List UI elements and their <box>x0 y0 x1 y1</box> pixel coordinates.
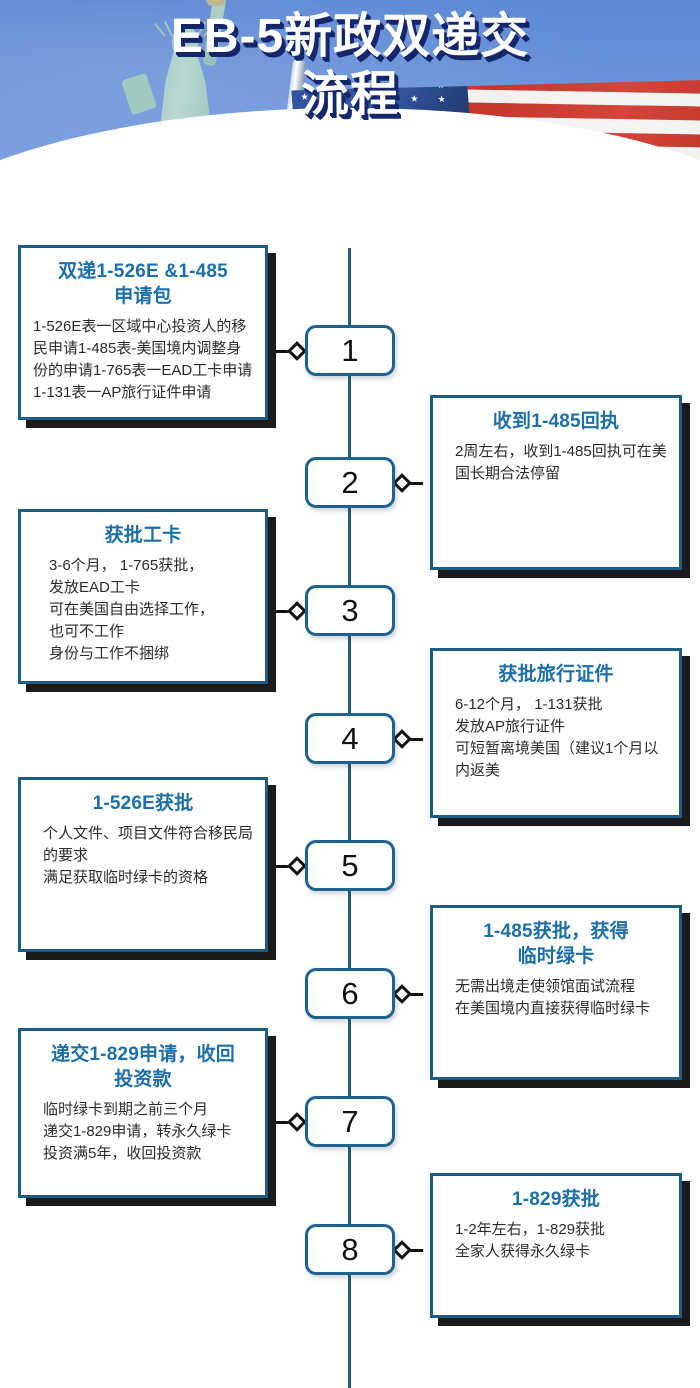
card-heading: 获批旅行证件 <box>498 664 614 685</box>
statue-tablet <box>121 72 157 116</box>
connector-1 <box>276 341 307 361</box>
card-text: 6-12个月， 1-131获批 发放AP旅行证件 可短暂离境美国（建议1个月以内… <box>455 696 659 779</box>
step-number-label: 7 <box>341 1104 359 1139</box>
step-card-8[interactable]: 1-829获批 1-2年左右，1-829获批 全家人获得永久绿卡 <box>430 1173 690 1326</box>
connector-5 <box>276 856 307 876</box>
step-number-label: 6 <box>341 976 359 1011</box>
step-number-label: 8 <box>341 1232 359 1267</box>
connector-2 <box>392 473 430 493</box>
flow-diagram: 1 双递1-526E &1-485 申请包 1-526E表一区域中心投资人的移民申请… <box>0 218 700 1388</box>
connector-line <box>409 992 423 996</box>
step-number-label: 2 <box>341 465 359 500</box>
step-card-1[interactable]: 双递1-526E &1-485 申请包 1-526E表一区域中心投资人的移民申请1… <box>18 245 276 428</box>
header-banner: ★★★★★★★★★★★★★★★★★★★★★★★★★★★★★★ <box>0 0 700 218</box>
connector-diamond <box>287 1112 307 1132</box>
step-card-7[interactable]: 递交1-829申请，收回 投资款临时绿卡到期之前三个月 递交1-829申请，转永… <box>18 1028 276 1206</box>
card-text: 3-6个月， 1-765获批， 发放EAD工卡 可在美国自由选择工作， 也可不工… <box>49 557 215 662</box>
step-card-6[interactable]: 1-485获批，获得 临时绿卡无需出境走使领馆面试流程 在美国境内直接获得临时绿… <box>430 905 690 1088</box>
step-number-label: 1 <box>341 333 359 368</box>
card-body-panel: 获批旅行证件 6-12个月， 1-131获批 发放AP旅行证件 可短暂离境美国（建… <box>430 648 682 818</box>
connector-line <box>276 864 290 868</box>
card-text: 1-526E表一区域中心投资人的移民申请1-485表-美国境内调整身份的申请1-… <box>33 318 253 401</box>
connector-8 <box>392 1240 430 1260</box>
connector-7 <box>276 1112 307 1132</box>
connector-3 <box>276 601 307 621</box>
connector-diamond <box>392 1240 412 1260</box>
step-number-label: 5 <box>341 848 359 883</box>
card-body-panel: 获批工卡 3-6个月， 1-765获批， 发放EAD工卡 可在美国自由选择工作， … <box>18 509 268 684</box>
step-number-badge-7[interactable]: 7 <box>305 1096 395 1147</box>
connector-diamond <box>392 473 412 493</box>
card-heading: 双递1-526E &1-485 申请包 <box>58 261 228 307</box>
flow-spine-line <box>348 248 351 1388</box>
step-number-badge-5[interactable]: 5 <box>305 840 395 891</box>
card-text: 1-2年左右，1-829获批 全家人获得永久绿卡 <box>455 1221 606 1260</box>
step-card-2[interactable]: 收到1-485回执 2周左右，收到1-485回执可在美国长期合法停留 <box>430 395 690 578</box>
card-heading: 收到1-485回执 <box>492 411 620 432</box>
step-card-3[interactable]: 获批工卡 3-6个月， 1-765获批， 发放EAD工卡 可在美国自由选择工作， … <box>18 509 276 692</box>
connector-line <box>276 1120 290 1124</box>
connector-4 <box>392 729 430 749</box>
step-card-5[interactable]: 1-526E获批个人文件、项目文件符合移民局的要求 满足获取临时绿卡的资格 <box>18 777 276 960</box>
statue-torch <box>206 0 226 6</box>
step-number-badge-6[interactable]: 6 <box>305 968 395 1019</box>
connector-diamond <box>287 341 307 361</box>
step-number-badge-2[interactable]: 2 <box>305 457 395 508</box>
step-number-badge-1[interactable]: 1 <box>305 325 395 376</box>
connector-line <box>276 609 290 613</box>
card-heading: 获批工卡 <box>104 525 182 546</box>
step-number-badge-8[interactable]: 8 <box>305 1224 395 1275</box>
card-body-panel: 收到1-485回执 2周左右，收到1-485回执可在美国长期合法停留 <box>430 395 682 570</box>
card-text: 无需出境走使领馆面试流程 在美国境内直接获得临时绿卡 <box>455 978 651 1017</box>
step-number-badge-3[interactable]: 3 <box>305 585 395 636</box>
connector-diamond <box>287 601 307 621</box>
connector-6 <box>392 984 430 1004</box>
card-body-panel: 1-526E获批个人文件、项目文件符合移民局的要求 满足获取临时绿卡的资格 <box>18 777 268 952</box>
card-body-panel: 1-485获批，获得 临时绿卡无需出境走使领馆面试流程 在美国境内直接获得临时绿… <box>430 905 682 1080</box>
connector-diamond <box>287 856 307 876</box>
card-body-panel: 双递1-526E &1-485 申请包 1-526E表一区域中心投资人的移民申请1… <box>18 245 268 420</box>
card-heading: 1-829获批 <box>512 1189 600 1210</box>
step-number-badge-4[interactable]: 4 <box>305 713 395 764</box>
connector-line <box>409 1248 423 1252</box>
connector-line <box>409 737 423 741</box>
card-body-panel: 递交1-829申请，收回 投资款临时绿卡到期之前三个月 递交1-829申请，转永… <box>18 1028 268 1198</box>
card-text: 临时绿卡到期之前三个月 递交1-829申请，转永久绿卡 投资满5年，收回投资款 <box>43 1101 232 1162</box>
card-heading: 递交1-829申请，收回 投资款 <box>51 1044 235 1090</box>
card-text: 2周左右，收到1-485回执可在美国长期合法停留 <box>455 443 667 482</box>
connector-diamond <box>392 984 412 1004</box>
connector-diamond <box>392 729 412 749</box>
card-heading: 1-485获批，获得 临时绿卡 <box>483 921 629 967</box>
connector-line <box>409 481 423 485</box>
step-card-4[interactable]: 获批旅行证件 6-12个月， 1-131获批 发放AP旅行证件 可短暂离境美国（建… <box>430 648 690 826</box>
connector-line <box>276 349 290 353</box>
card-body-panel: 1-829获批 1-2年左右，1-829获批 全家人获得永久绿卡 <box>430 1173 682 1318</box>
card-heading: 1-526E获批 <box>92 793 194 814</box>
card-text: 个人文件、项目文件符合移民局的要求 满足获取临时绿卡的资格 <box>43 825 254 886</box>
step-number-label: 4 <box>341 721 359 756</box>
step-number-label: 3 <box>341 593 359 628</box>
